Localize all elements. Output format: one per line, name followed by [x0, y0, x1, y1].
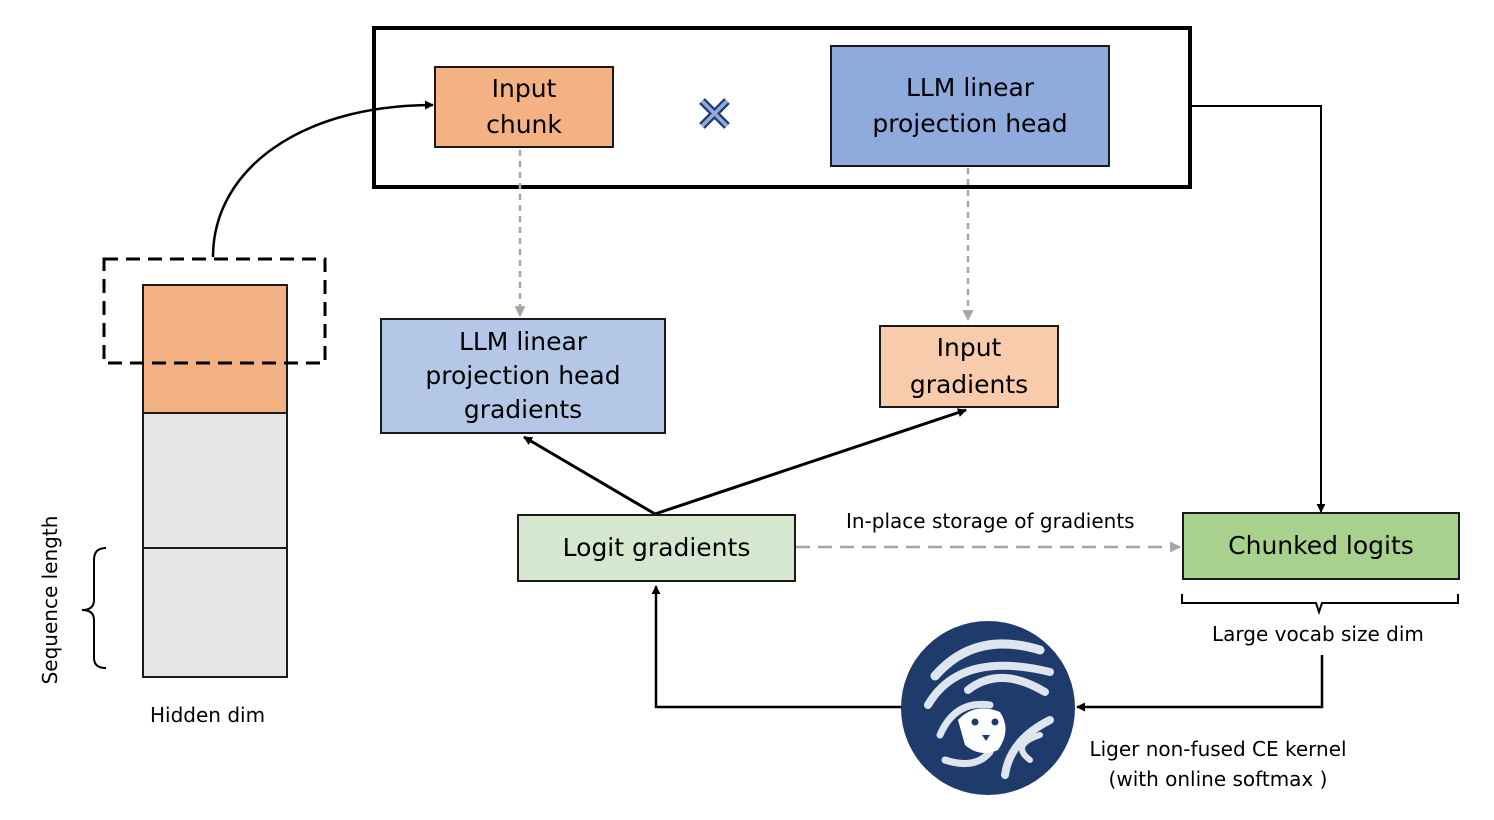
multiply-icon — [699, 98, 730, 129]
chunked-logits-box: Chunked logits — [1182, 512, 1460, 580]
kernel-caption: Liger non-fused CE kernel (with online s… — [1089, 737, 1347, 791]
llm-head-gradients-label: LLM linear projection head gradients — [425, 327, 621, 424]
logit-gradients-box: Logit gradients — [517, 514, 796, 582]
inplace-storage-label: In-place storage of gradients — [846, 509, 1135, 533]
logit-gradients-label: Logit gradients — [562, 532, 751, 562]
input-gradients-label: Input gradients — [909, 333, 1029, 399]
sequence-brace — [81, 547, 107, 669]
sequence-chunk-gray-1 — [142, 412, 288, 549]
arrow-to-input-gradients — [654, 408, 967, 516]
arrow-kernel-to-logit-gradients — [651, 585, 904, 709]
llm-head-label: LLM linear projection head — [872, 72, 1068, 138]
arrow-logits-to-kernel — [1076, 655, 1324, 712]
selection-dashed-box — [102, 257, 327, 365]
input-gradients-box: Input gradients — [879, 325, 1059, 408]
sequence-chunk-orange — [142, 284, 288, 414]
input-chunk-box: Input chunk — [434, 66, 614, 148]
input-chunk-label: Input chunk — [486, 73, 562, 139]
arrow-to-head-gradients — [523, 435, 656, 516]
tiger-logo-icon — [901, 621, 1075, 795]
chunked-logits-label: Chunked logits — [1228, 530, 1414, 560]
vocab-dim-label: Large vocab size dim — [1212, 622, 1424, 646]
llm-head-box: LLM linear projection head — [830, 45, 1110, 167]
hidden-dim-label: Hidden dim — [150, 703, 266, 727]
chunk-select-arrow — [211, 100, 434, 258]
matmul-frame — [372, 26, 1192, 189]
sequence-length-label: Sequence length — [38, 515, 62, 685]
vocab-brace — [1181, 594, 1459, 616]
sequence-chunk-gray-2 — [142, 547, 288, 678]
llm-head-gradients-box: LLM linear projection head gradients — [380, 318, 666, 434]
arrow-frame-to-logits — [1190, 105, 1326, 513]
